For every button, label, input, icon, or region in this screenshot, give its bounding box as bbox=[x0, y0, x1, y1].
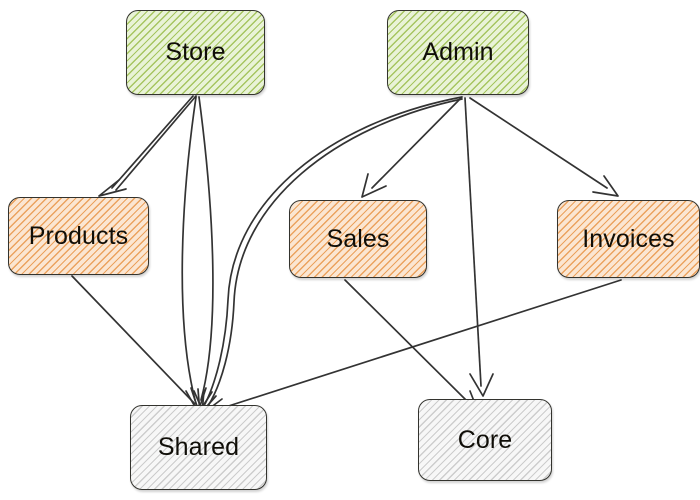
node-store-label: Store bbox=[165, 38, 226, 66]
edge-admin-core bbox=[464, 97, 494, 397]
node-store[interactable]: Store bbox=[126, 10, 265, 95]
edge-store-shared-b bbox=[190, 96, 214, 413]
node-products[interactable]: Products bbox=[8, 197, 149, 275]
edge-products-shared bbox=[71, 275, 205, 415]
node-sales-label: Sales bbox=[326, 224, 390, 253]
node-sales[interactable]: Sales bbox=[289, 200, 427, 278]
node-admin-label: Admin bbox=[422, 38, 494, 66]
node-invoices[interactable]: Invoices bbox=[557, 200, 700, 278]
node-core-label: Core bbox=[457, 425, 513, 454]
node-admin[interactable]: Admin bbox=[387, 10, 529, 95]
edge-store-shared-a bbox=[181, 96, 207, 413]
node-shared-label: Shared bbox=[157, 433, 240, 461]
edge-admin-invoices bbox=[469, 97, 619, 197]
edge-store-products bbox=[98, 95, 197, 197]
node-core[interactable]: Core bbox=[418, 399, 552, 481]
node-shared[interactable]: Shared bbox=[130, 405, 267, 490]
node-invoices-label: Invoices bbox=[582, 224, 675, 253]
edge-invoices-shared bbox=[201, 279, 622, 420]
edge-admin-sales bbox=[361, 97, 462, 198]
node-products-label: Products bbox=[28, 221, 129, 250]
